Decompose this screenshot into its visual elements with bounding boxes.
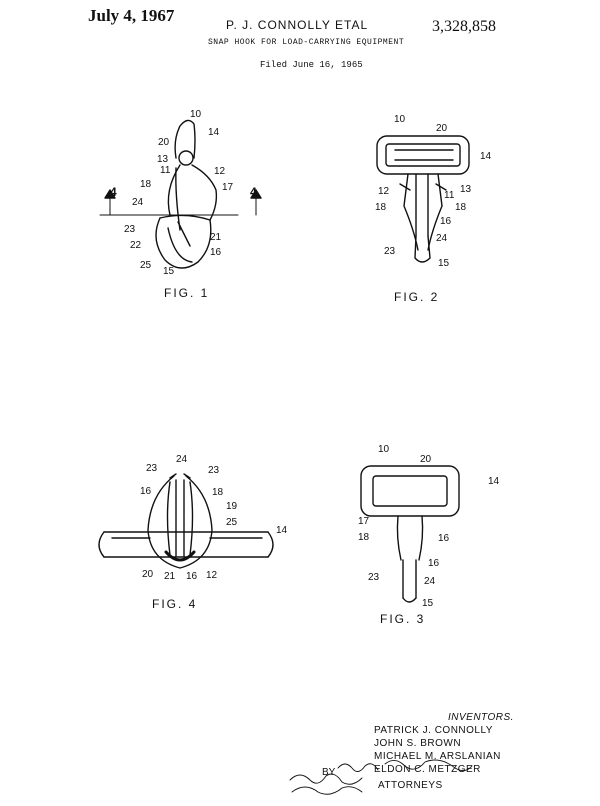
fig1-drawing (99, 119, 262, 269)
fig4-drawing (98, 473, 274, 569)
ref-numeral: 20 (436, 123, 448, 134)
inventor-name: ELDON C. METZGER (374, 764, 481, 775)
ref-numeral: 24 (176, 454, 188, 465)
ref-numeral: 21 (164, 571, 176, 582)
ref-numeral: 24 (436, 233, 448, 244)
inventor-name: PATRICK J. CONNOLLY (374, 725, 493, 736)
ref-numeral: 25 (226, 517, 238, 528)
fig2-label: FIG. 2 (394, 290, 439, 304)
fig1-label: FIG. 1 (164, 286, 209, 300)
ref-numeral: 15 (438, 258, 450, 269)
ref-numeral: 14 (488, 476, 500, 487)
inventor-name: JOHN S. BROWN (374, 738, 462, 749)
inventor-line: P. J. CONNOLLY ETAL (226, 18, 369, 32)
ref-numeral: 20 (158, 137, 170, 148)
ref-numeral: 21 (210, 232, 222, 243)
ref-numeral: 23 (146, 463, 158, 474)
ref-numeral: 11 (160, 165, 171, 176)
ref-numeral: 18 (455, 202, 467, 213)
attorneys-label: ATTORNEYS (378, 780, 443, 791)
attorney-signatures (289, 759, 473, 795)
ref-numeral: 14 (276, 525, 288, 536)
ref-numeral: 15 (422, 598, 434, 609)
ref-numeral: 25 (140, 260, 152, 271)
patent-title: SNAP HOOK FOR LOAD-CARRYING EQUIPMENT (208, 38, 405, 47)
ref-numeral: 12 (206, 570, 218, 581)
inventor-name: MICHAEL M. ARSLANIAN (374, 751, 501, 762)
fig3-drawing (360, 465, 460, 603)
fig3-refs: 10 20 14 17 18 16 16 23 24 15 (358, 444, 500, 609)
patent-date: July 4, 1967 (88, 6, 175, 25)
ref-numeral: 14 (208, 127, 220, 138)
ref-numeral: 11 (444, 190, 455, 201)
ref-numeral: 16 (440, 216, 452, 227)
ref-numeral: 12 (214, 166, 226, 177)
ref-numeral: 23 (124, 224, 136, 235)
ref-numeral: 10 (378, 444, 390, 455)
section-arrow-label: 4 (110, 185, 117, 199)
section-arrow-label: 4 (250, 185, 257, 199)
ref-numeral: 16 (438, 533, 450, 544)
inventors-heading: INVENTORS. (448, 712, 514, 723)
ref-numeral: 17 (222, 182, 234, 193)
ref-numeral: 12 (378, 186, 390, 197)
ref-numeral: 18 (212, 487, 224, 498)
fig4-label: FIG. 4 (152, 597, 197, 611)
by-label: BY (322, 767, 336, 778)
ref-numeral: 23 (208, 465, 220, 476)
ref-numeral: 18 (358, 532, 370, 543)
ref-numeral: 18 (140, 179, 152, 190)
ref-numeral: 16 (428, 558, 440, 569)
fig1-refs: 10 14 20 13 11 12 18 17 4 4 24 23 21 22 … (110, 109, 257, 277)
ref-numeral: 16 (186, 571, 198, 582)
fig4-refs: 24 23 23 16 18 19 25 14 20 21 16 12 (140, 454, 288, 582)
ref-numeral: 13 (157, 154, 169, 165)
ref-numeral: 22 (130, 240, 142, 251)
ref-numeral: 19 (226, 501, 238, 512)
ref-numeral: 16 (140, 486, 152, 497)
ref-numeral: 10 (190, 109, 202, 120)
ref-numeral: 17 (358, 516, 370, 527)
ref-numeral: 20 (420, 454, 432, 465)
ref-numeral: 23 (384, 246, 396, 257)
ref-numeral: 24 (132, 197, 144, 208)
ref-numeral: 16 (210, 247, 222, 258)
patent-number: 3,328,858 (432, 18, 496, 35)
fig2-refs: 10 20 14 13 12 11 18 16 18 24 23 15 (375, 114, 492, 269)
filed-date: Filed June 16, 1965 (260, 60, 363, 70)
ref-numeral: 15 (163, 266, 175, 277)
fig2-drawing (376, 135, 470, 263)
ref-numeral: 20 (142, 569, 154, 580)
fig3-label: FIG. 3 (380, 612, 425, 626)
ref-numeral: 18 (375, 202, 387, 213)
inventors-list: PATRICK J. CONNOLLY JOHN S. BROWN MICHAE… (374, 724, 501, 776)
ref-numeral: 14 (480, 151, 492, 162)
ref-numeral: 24 (424, 576, 436, 587)
ref-numeral: 13 (460, 184, 472, 195)
ref-numeral: 10 (394, 114, 406, 125)
ref-numeral: 23 (368, 572, 380, 583)
